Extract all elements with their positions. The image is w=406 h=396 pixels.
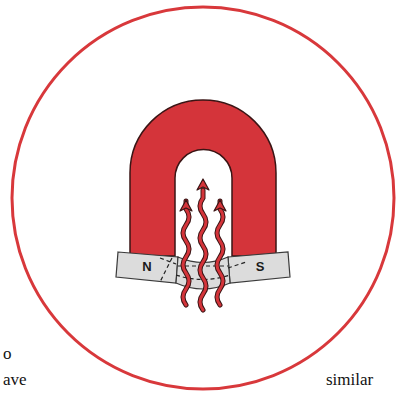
page-text-fragment: o	[3, 345, 12, 362]
page-text-fragment: ave	[3, 371, 27, 388]
page-text-fragment: similar	[326, 371, 373, 388]
frame-circle	[12, 7, 394, 389]
pole-label: S	[256, 260, 265, 273]
pole-label: N	[142, 260, 151, 273]
wave-arrowheads	[180, 179, 226, 211]
north-pole-piece	[116, 252, 178, 283]
south-pole-piece	[228, 252, 290, 283]
